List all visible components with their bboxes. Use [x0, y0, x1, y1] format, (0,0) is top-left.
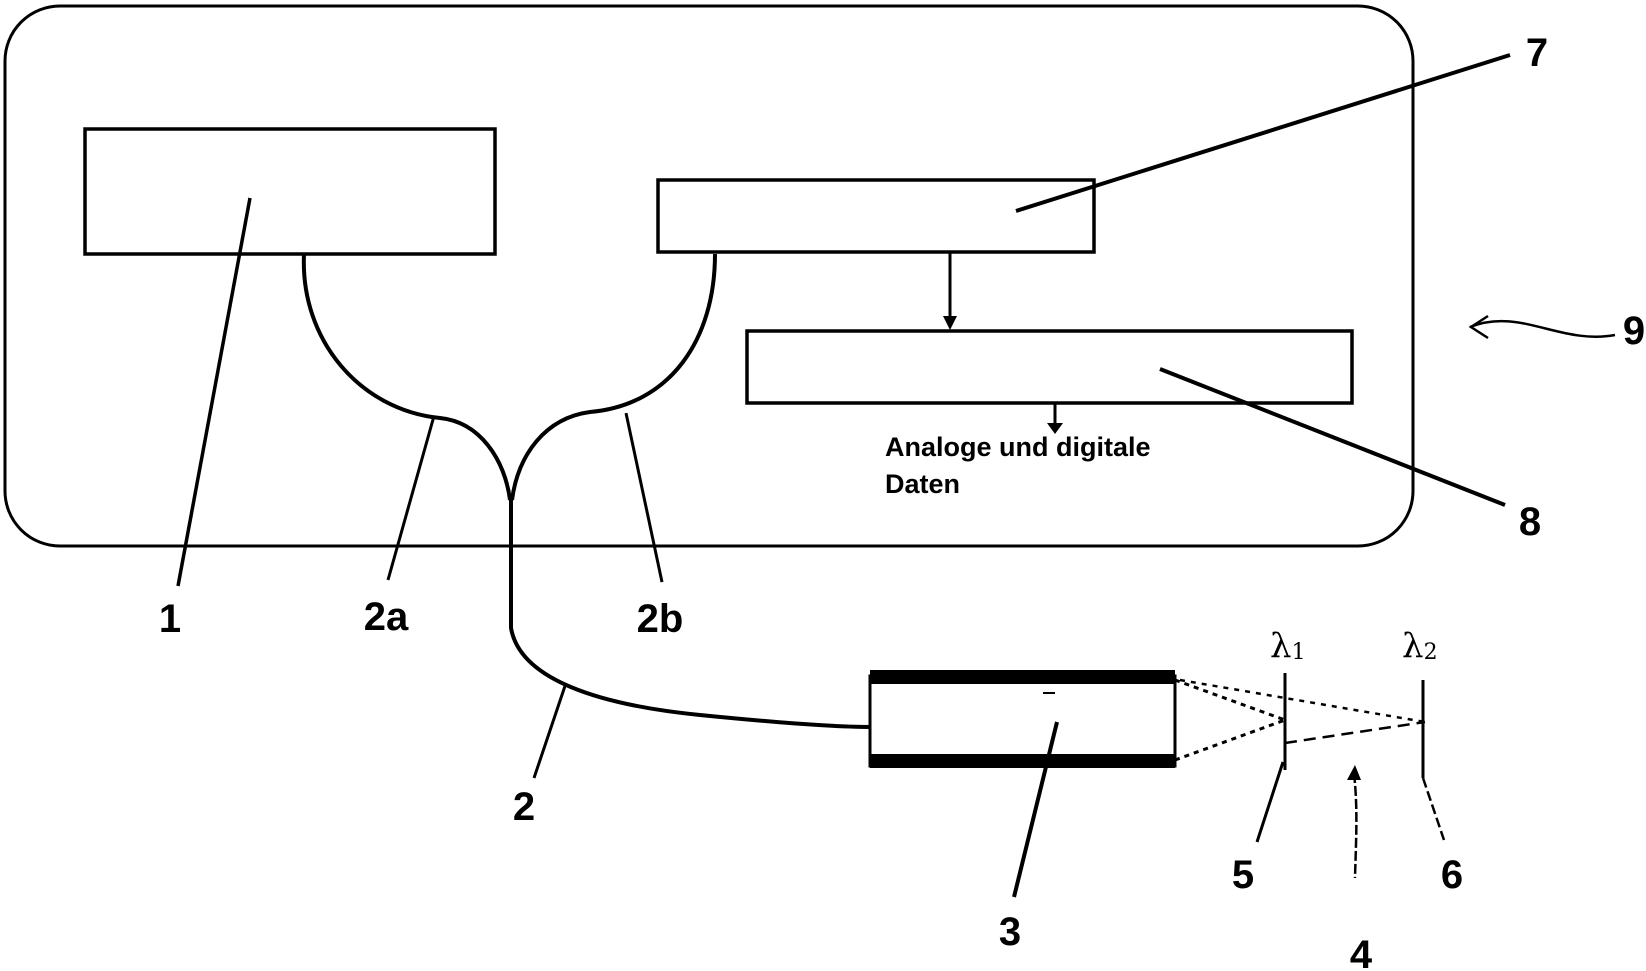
wavelength-lambda1-label: λ1	[1270, 626, 1306, 666]
probe-top-jacket	[870, 670, 1175, 684]
beam-ray	[1175, 720, 1285, 760]
label-8: 8	[1519, 500, 1541, 544]
probe-body	[870, 676, 1175, 766]
leader-6	[1423, 778, 1444, 840]
label-3: 3	[999, 910, 1021, 954]
fiber-branch-a	[304, 254, 510, 500]
processor-box	[747, 331, 1352, 403]
output-note-line1: Analoge und digitale	[885, 432, 1151, 462]
output-note-line2: Daten	[885, 469, 960, 499]
label-2b: 2b	[637, 597, 684, 641]
wavelength-lambda2-label: λ2	[1402, 626, 1438, 666]
label-9: 9	[1623, 309, 1645, 353]
leader-2b	[626, 413, 662, 582]
detector-to-processor-arrowhead	[943, 316, 957, 330]
leader-4	[1354, 773, 1356, 878]
leader-5	[1257, 762, 1283, 842]
label-4: 4	[1350, 933, 1373, 971]
leader-7	[1016, 55, 1510, 211]
beam-ray	[1180, 680, 1425, 722]
label-7: 7	[1526, 31, 1548, 75]
label-2a: 2a	[364, 595, 409, 639]
leader-2	[534, 683, 566, 778]
beam-ray	[1285, 722, 1425, 743]
leader-9-arrowhead	[1471, 316, 1488, 338]
leader-9	[1470, 321, 1615, 337]
beam-ray	[1175, 680, 1285, 720]
wavelength-lambda2-subscript: 2	[1424, 640, 1438, 665]
leader-4-arrowhead	[1347, 765, 1361, 780]
label-6: 6	[1441, 853, 1463, 897]
fiber-branch-b	[512, 254, 715, 500]
detector-box	[658, 180, 1094, 252]
label-2: 2	[513, 785, 535, 829]
wavelength-lambda1-subscript: 1	[1292, 640, 1306, 665]
main-fiber	[511, 500, 870, 727]
probe-bottom-jacket	[870, 754, 1175, 768]
label-1: 1	[159, 597, 181, 641]
leader-1	[178, 198, 250, 586]
housing-outline	[5, 6, 1413, 546]
leader-2a	[388, 416, 434, 580]
light-source-box	[85, 129, 495, 254]
label-5: 5	[1232, 853, 1254, 897]
